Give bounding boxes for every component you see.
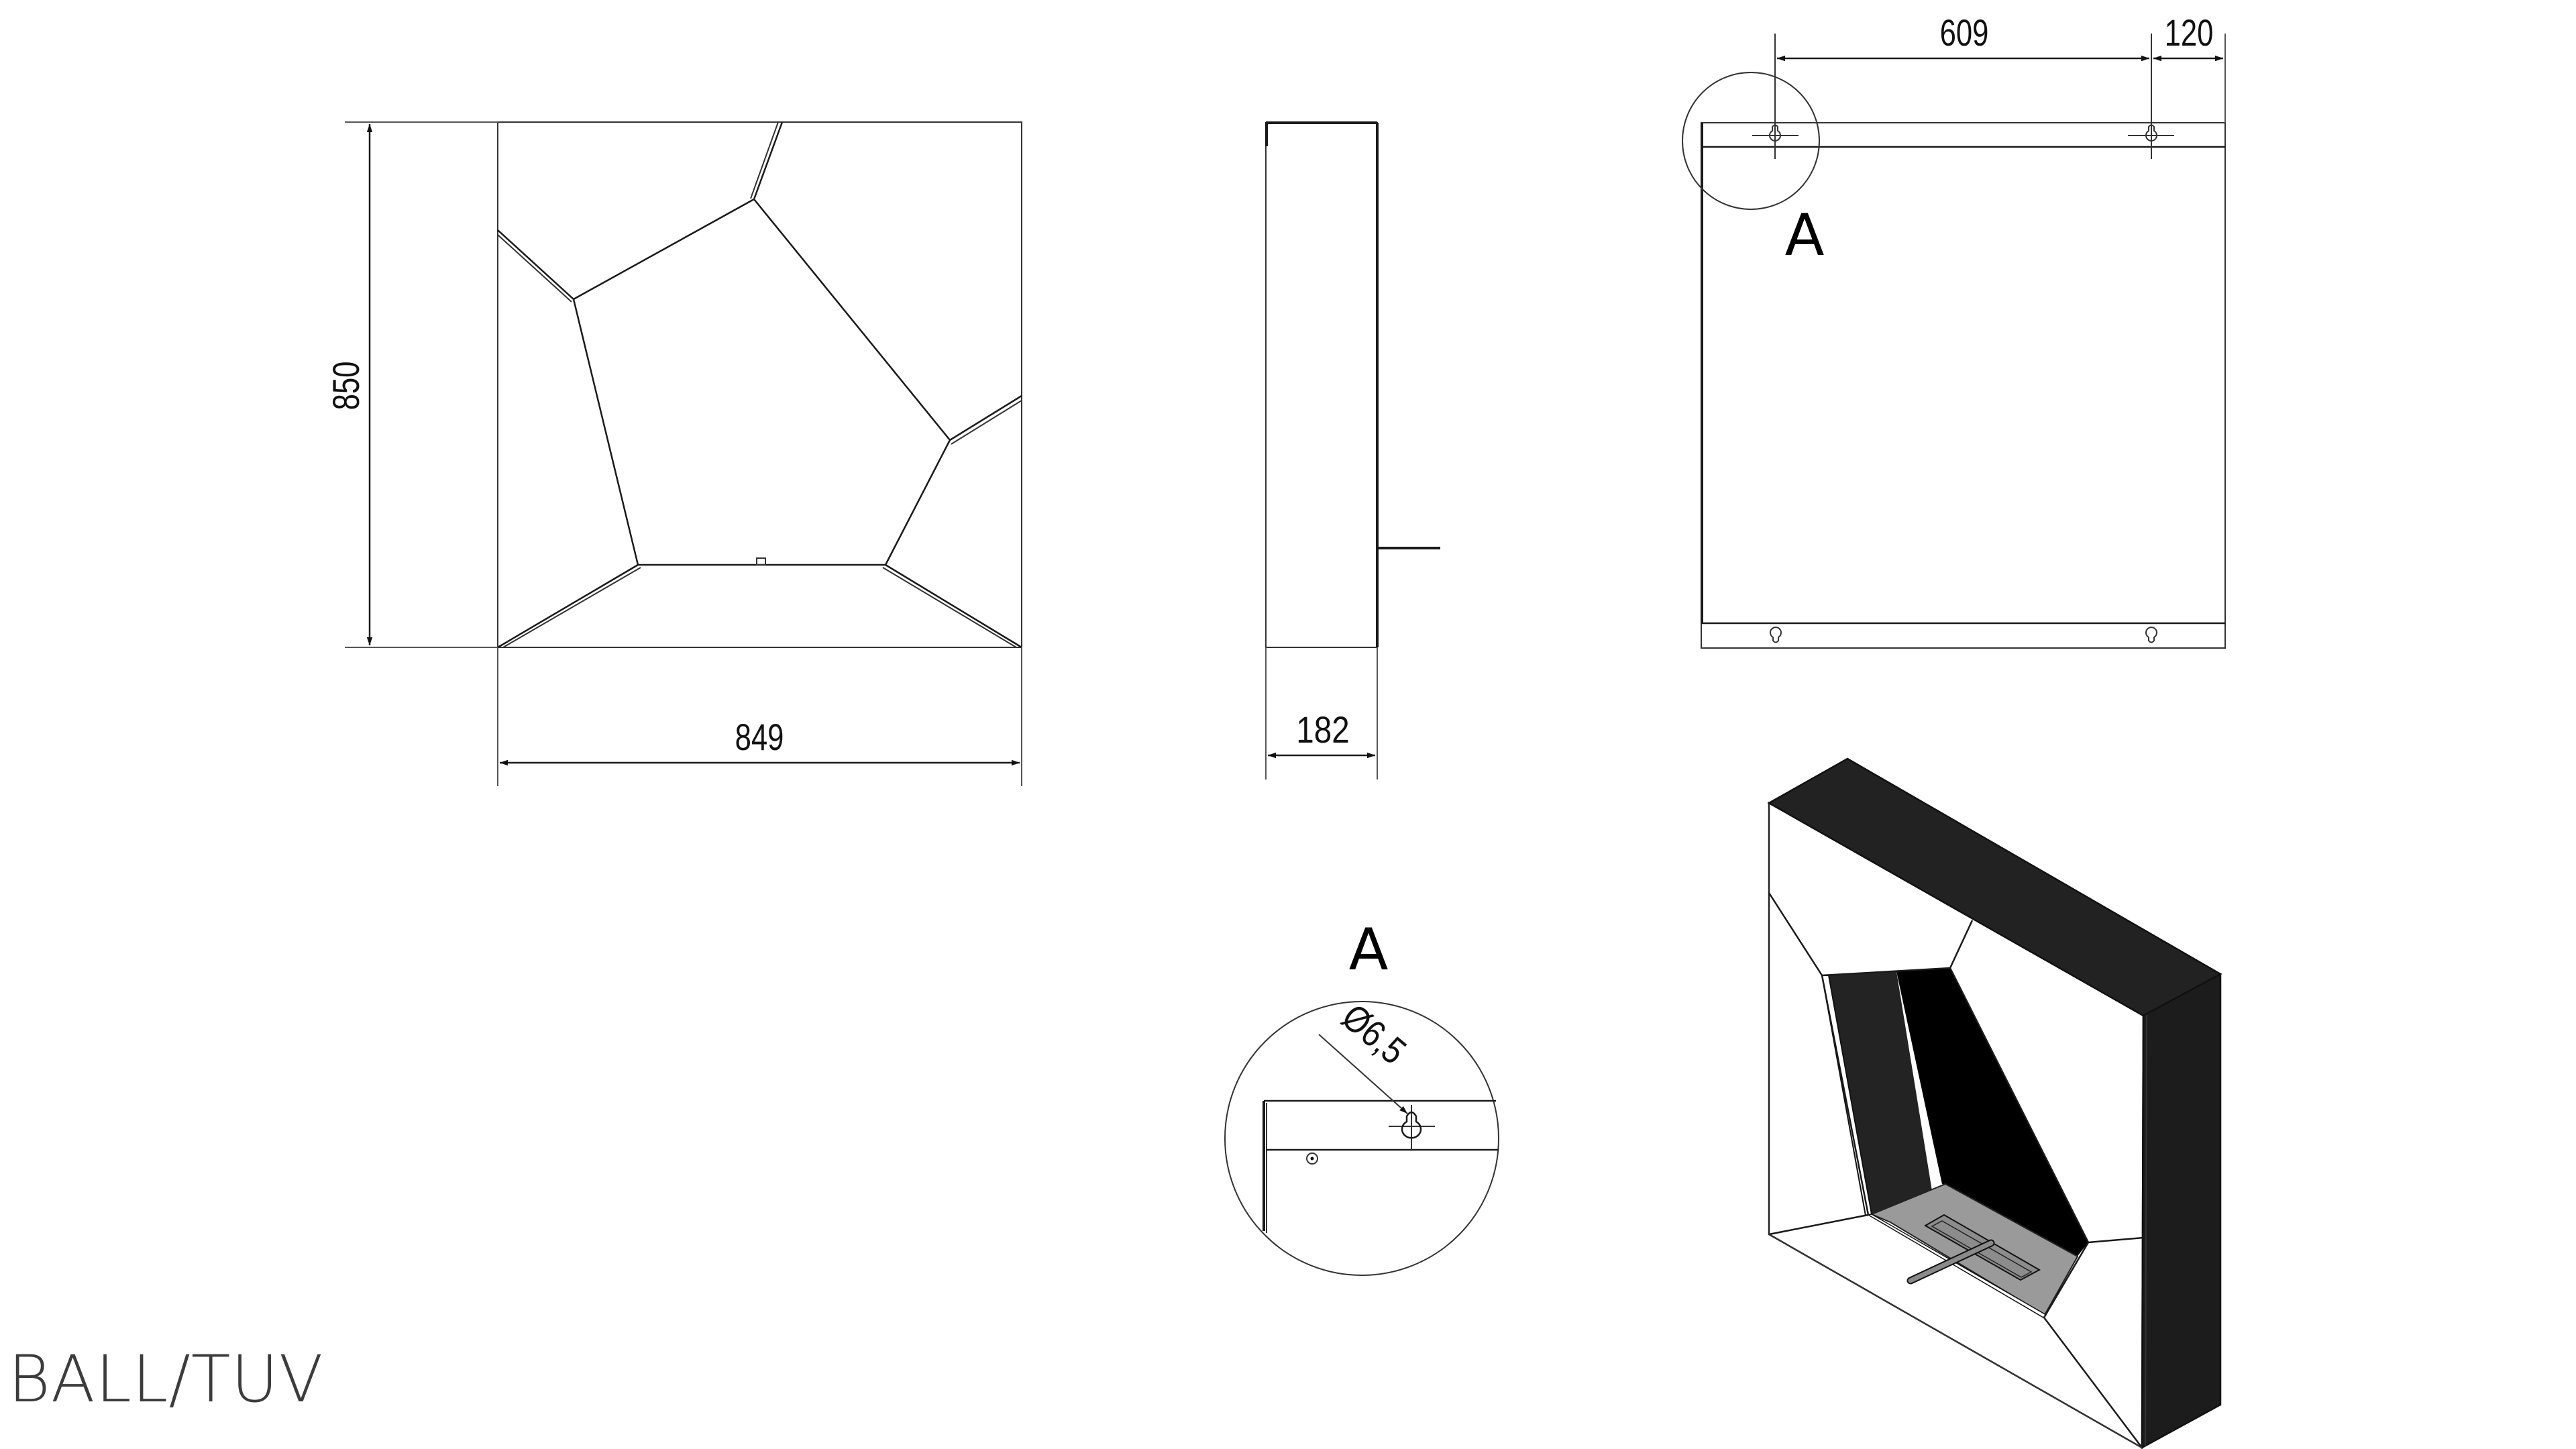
rear-view-outline (1701, 122, 2226, 649)
rear-view: A 609 120 (1682, 12, 2226, 649)
keyhole-top-right (2128, 34, 2174, 159)
depth-dimension: 182 (1265, 647, 1378, 780)
side-view: 182 (1265, 121, 1440, 780)
detail-a-callout-label: A (1785, 202, 1825, 269)
height-dimension: 850 (325, 121, 498, 648)
detail-a-pin-outer (1306, 1152, 1318, 1165)
edge-offset-dimension: 120 (2153, 12, 2223, 62)
detail-a-callout-circle (1682, 72, 1820, 210)
iso-cavity-left-wall (1829, 971, 1932, 1214)
detail-a-keyhole (1389, 1105, 1435, 1150)
height-dimension-label: 850 (325, 362, 367, 411)
keyhole-spacing-label: 609 (1940, 12, 1989, 54)
iso-cavity-right-wall (1896, 968, 2088, 1258)
side-view-outline (1265, 122, 1378, 648)
detail-a-view: A Ø6,5 (1224, 916, 1499, 1276)
depth-dimension-label: 182 (1296, 709, 1349, 751)
isometric-view (1767, 757, 2222, 1449)
detail-a-pin-inner (1310, 1157, 1314, 1161)
detail-a-circle (1224, 1001, 1499, 1276)
width-dimension: 849 (497, 647, 1022, 786)
keyhole-bottom-left (1770, 627, 1782, 643)
iso-front-facets (1768, 892, 2144, 1448)
front-view-notch (756, 557, 766, 566)
edge-offset-label: 120 (2165, 12, 2214, 54)
hole-diameter-leader (1318, 1034, 1408, 1114)
keyhole-bottom-right (2145, 627, 2157, 643)
width-dimension-label: 849 (735, 716, 784, 758)
front-view-outline (497, 121, 1022, 648)
keyhole-spacing-dimension: 609 (1777, 12, 2226, 123)
keyhole-top-left (1752, 34, 1799, 159)
front-view: 850 849 (325, 121, 1022, 786)
front-view-facets (497, 121, 1022, 649)
detail-a-title: A (1349, 916, 1389, 983)
model-name-label: BALL/TUV (8, 1342, 324, 1417)
iso-side-face (2141, 972, 2222, 1449)
